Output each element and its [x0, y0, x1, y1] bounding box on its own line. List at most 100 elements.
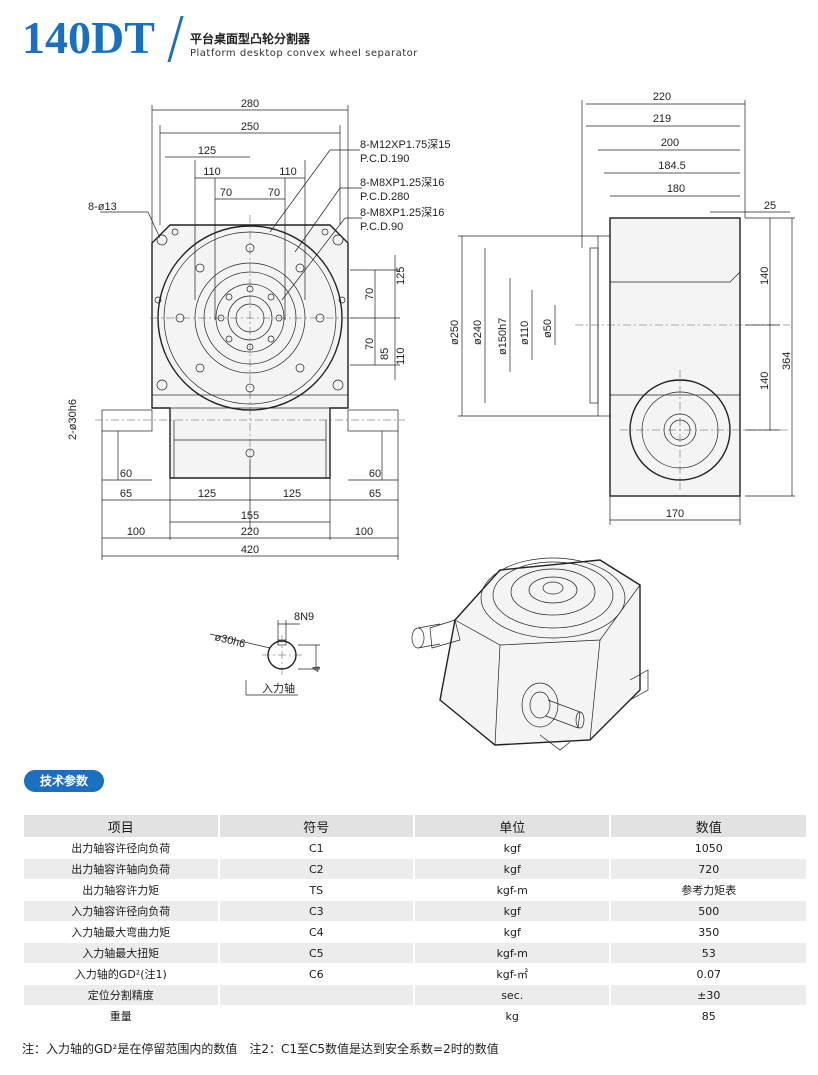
- cell-item: 出力轴容许轴向负荷: [24, 859, 218, 879]
- product-title-en: Platform desktop convex wheel separator: [190, 48, 418, 59]
- dim-b-125l: 125: [198, 488, 216, 500]
- side-dim-d250: ø250: [449, 320, 461, 345]
- table-row: 入力轴的GD²(注1) C6 kgf-㎡ 0.07: [24, 964, 806, 984]
- hole-label: 8-ø13: [88, 201, 117, 213]
- cell-value: 0.07: [609, 964, 806, 984]
- callout-pcd190: P.C.D.190: [360, 153, 409, 165]
- cell-item: 出力轴容许径向负荷: [24, 838, 218, 858]
- cell-item: 出力轴容许力矩: [24, 880, 218, 900]
- table-row: 定位分割精度 sec. ±30: [24, 985, 806, 1005]
- dim-b-220: 220: [241, 526, 259, 538]
- keyway-detail: ø30h6 8N9 4 入力轴: [209, 611, 323, 696]
- side-dim-184: 184.5: [658, 160, 686, 172]
- callout-m8-b: 8-M8XP1.25深16: [360, 206, 444, 219]
- cell-symbol: [217, 985, 413, 1005]
- front-view: 280 250 125 110 110 70 70 8-M12XP1.75深15…: [67, 98, 451, 560]
- cell-value: 85: [609, 1006, 806, 1026]
- cell-unit: kgf: [413, 838, 610, 858]
- table-row: 出力轴容许径向负荷 C1 kgf 1050: [24, 838, 806, 858]
- callout-m12: 8-M12XP1.75深15: [360, 138, 451, 151]
- side-dim-d50: ø50: [542, 319, 554, 338]
- col-header-item: 项目: [24, 815, 218, 837]
- side-view: 220 219 200 184.5 180 25 ø250 ø240 ø150h…: [449, 91, 795, 525]
- side-dim-d150: ø150h7: [497, 318, 509, 355]
- cell-item: 入力轴容许径向负荷: [24, 901, 218, 921]
- side-dim-180: 180: [667, 183, 685, 195]
- side-dim-25: 25: [764, 200, 776, 212]
- cell-symbol: C5: [217, 943, 413, 963]
- dim-70-right: 70: [268, 187, 280, 199]
- side-dim-220: 220: [653, 91, 671, 103]
- cell-symbol: [217, 1006, 413, 1026]
- side-dim-364: 364: [781, 352, 793, 370]
- side-dim-d240: ø240: [472, 320, 484, 345]
- dim-125: 125: [198, 145, 216, 157]
- footnote: 注：入力轴的GD²是在停留范围内的数值 注2：C1至C5数值是达到安全系数=2时…: [22, 1042, 499, 1056]
- cell-unit: sec.: [413, 985, 610, 1005]
- cell-unit: kgf: [413, 922, 610, 942]
- cell-item: 入力轴最大弯曲力矩: [24, 922, 218, 942]
- dim-b-65r: 65: [369, 488, 381, 500]
- dim-r-110: 110: [395, 347, 407, 365]
- product-title-cn: 平台桌面型凸轮分割器: [190, 32, 311, 46]
- cell-symbol: C3: [217, 901, 413, 921]
- cell-value: 350: [609, 922, 806, 942]
- cell-symbol: C2: [217, 859, 413, 879]
- side-dim-d110: ø110: [519, 321, 531, 345]
- dim-b-65l: 65: [120, 488, 132, 500]
- cell-item: 定位分割精度: [24, 985, 218, 1005]
- cell-unit: kgf-㎡: [413, 964, 610, 984]
- keyway-depth: 4: [311, 666, 323, 672]
- dim-b-125r: 125: [283, 488, 301, 500]
- dim-110-left: 110: [203, 166, 221, 178]
- table-row: 入力轴容许径向负荷 C3 kgf 500: [24, 901, 806, 921]
- dim-250: 250: [241, 121, 259, 133]
- callout-m8-a: 8-M8XP1.25深16: [360, 176, 444, 189]
- cell-value: 500: [609, 901, 806, 921]
- cell-value: 53: [609, 943, 806, 963]
- cell-item: 重量: [24, 1006, 218, 1026]
- side-dim-219: 219: [653, 113, 671, 125]
- cell-symbol: C6: [217, 964, 413, 984]
- side-dim-200: 200: [661, 137, 679, 149]
- dim-b-420: 420: [241, 544, 259, 556]
- side-dim-140a: 140: [759, 267, 771, 285]
- dim-r-70a: 70: [364, 288, 376, 300]
- cell-unit: kgf-m: [413, 880, 610, 900]
- model-title: 140DT: [22, 12, 155, 63]
- col-header-unit: 单位: [413, 815, 610, 837]
- cell-unit: kg: [413, 1006, 610, 1026]
- keyway-key: 8N9: [294, 611, 314, 623]
- dim-r-125: 125: [395, 267, 407, 285]
- table-row: 出力轴容许轴向负荷 C2 kgf 720: [24, 859, 806, 879]
- table-row: 重量 kg 85: [24, 1006, 806, 1026]
- cell-unit: kgf: [413, 901, 610, 921]
- cell-item: 入力轴的GD²(注1): [24, 964, 218, 984]
- table-row: 入力轴最大扭矩 C5 kgf-m 53: [24, 943, 806, 963]
- cell-symbol: C1: [217, 838, 413, 858]
- table-row: 入力轴最大弯曲力矩 C4 kgf 350: [24, 922, 806, 942]
- shaft-label: 2-ø30h6: [67, 399, 79, 440]
- side-dim-140b: 140: [759, 372, 771, 390]
- cell-symbol: C4: [217, 922, 413, 942]
- col-header-symbol: 符号: [217, 815, 413, 837]
- dim-280: 280: [241, 98, 259, 110]
- cell-unit: kgf: [413, 859, 610, 879]
- cell-value: 720: [609, 859, 806, 879]
- section-tag: 技术参数: [24, 770, 104, 792]
- cell-value: 参考力矩表: [609, 880, 806, 900]
- side-dim-170: 170: [666, 508, 684, 520]
- cell-unit: kgf-m: [413, 943, 610, 963]
- dim-b-60l: 60: [120, 468, 132, 480]
- dim-110-right: 110: [279, 166, 297, 178]
- spec-table: 项目 符号 单位 数值 出力轴容许径向负荷 C1 kgf 1050 出力轴容许轴…: [24, 814, 806, 1027]
- dim-b-60r: 60: [369, 468, 381, 480]
- keyway-caption: 入力轴: [262, 681, 295, 695]
- dim-r-85: 85: [379, 348, 391, 360]
- col-header-value: 数值: [609, 815, 806, 837]
- keyway-dia: ø30h6: [213, 631, 246, 650]
- dim-70-left: 70: [220, 187, 232, 199]
- table-header-row: 项目 符号 单位 数值: [24, 815, 806, 837]
- cell-value: ±30: [609, 985, 806, 1005]
- isometric-view: [411, 557, 649, 751]
